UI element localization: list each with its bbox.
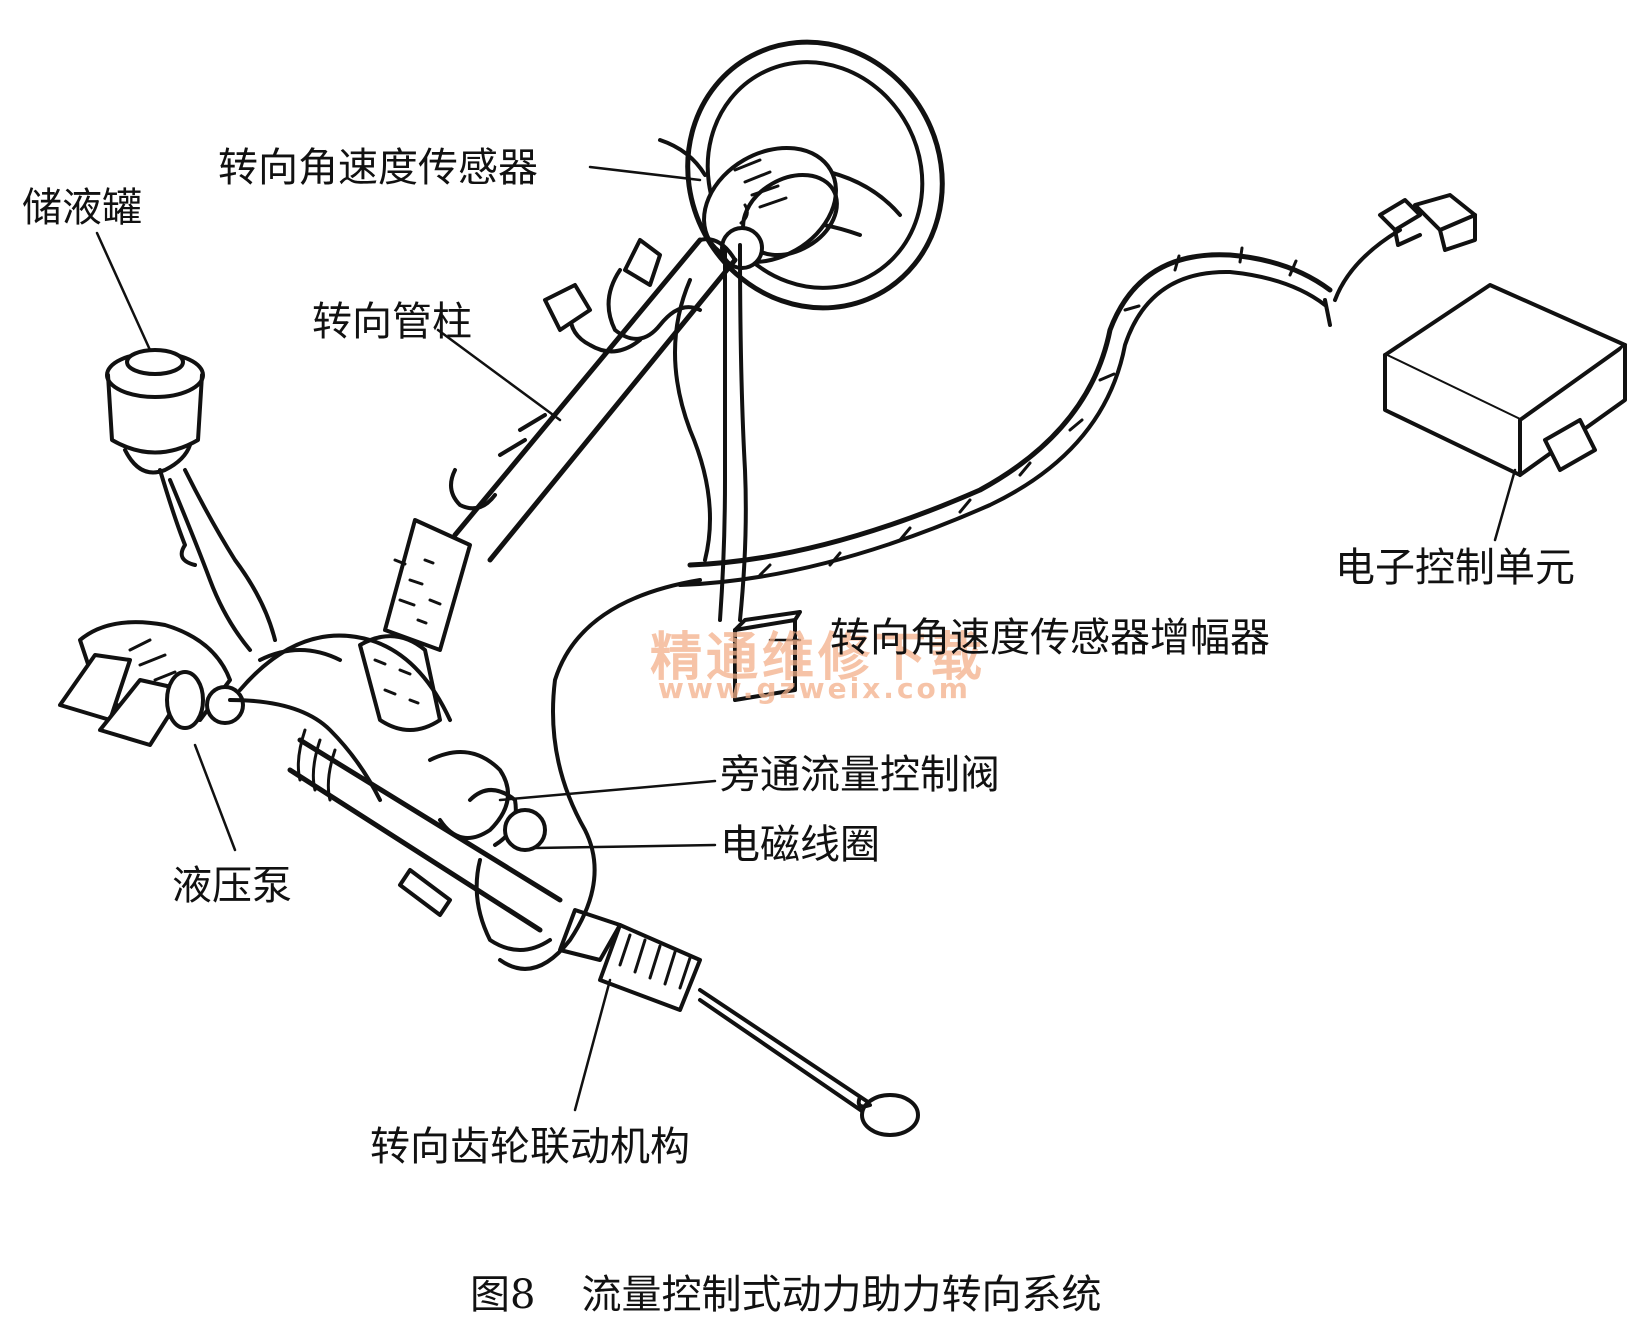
watermark-url: www.gzweix.com bbox=[658, 672, 971, 705]
leader-solenoid bbox=[533, 843, 717, 850]
label-steering-angle-sensor: 转向角速度传感器 bbox=[218, 145, 538, 191]
label-reservoir: 储液罐 bbox=[22, 185, 142, 231]
leader-linkage bbox=[573, 978, 612, 1112]
label-gear-linkage: 转向齿轮联动机构 bbox=[370, 1124, 690, 1170]
wiring-harness bbox=[498, 228, 1558, 971]
watermark-cn: 精通维修下载 bbox=[650, 628, 987, 688]
label-sensor-amplifier: 转向角速度传感器增幅器 bbox=[830, 615, 1270, 661]
steering-angle-sensor bbox=[658, 138, 839, 270]
steering-column bbox=[449, 237, 738, 563]
caption-figure-number: 图8 bbox=[470, 1272, 536, 1318]
label-bypass-valve: 旁通流量控制阀 bbox=[720, 752, 1000, 798]
leader-bypass bbox=[498, 779, 717, 802]
hydraulic-pump bbox=[58, 620, 245, 747]
leader-reservoir bbox=[95, 231, 152, 352]
leader-column bbox=[436, 328, 562, 422]
leader-sensor bbox=[588, 165, 702, 182]
electronic-control-unit bbox=[1378, 193, 1627, 477]
fluid-reservoir bbox=[105, 348, 277, 652]
leader-lines bbox=[95, 165, 1517, 1112]
caption-title: 流量控制式动力助力转向系统 bbox=[581, 1272, 1102, 1318]
column-boot bbox=[358, 518, 472, 732]
leader-ecu bbox=[1493, 468, 1517, 542]
leader-pump bbox=[193, 743, 237, 852]
label-pump: 液压泵 bbox=[172, 863, 292, 909]
steering-gear-linkage bbox=[287, 728, 920, 1137]
figure-caption: 图8 流量控制式动力助力转向系统 bbox=[470, 1262, 1101, 1320]
label-steering-column: 转向管柱 bbox=[312, 299, 472, 345]
label-solenoid: 电磁线圈 bbox=[720, 822, 880, 868]
label-ecu: 电子控制单元 bbox=[1335, 545, 1575, 591]
